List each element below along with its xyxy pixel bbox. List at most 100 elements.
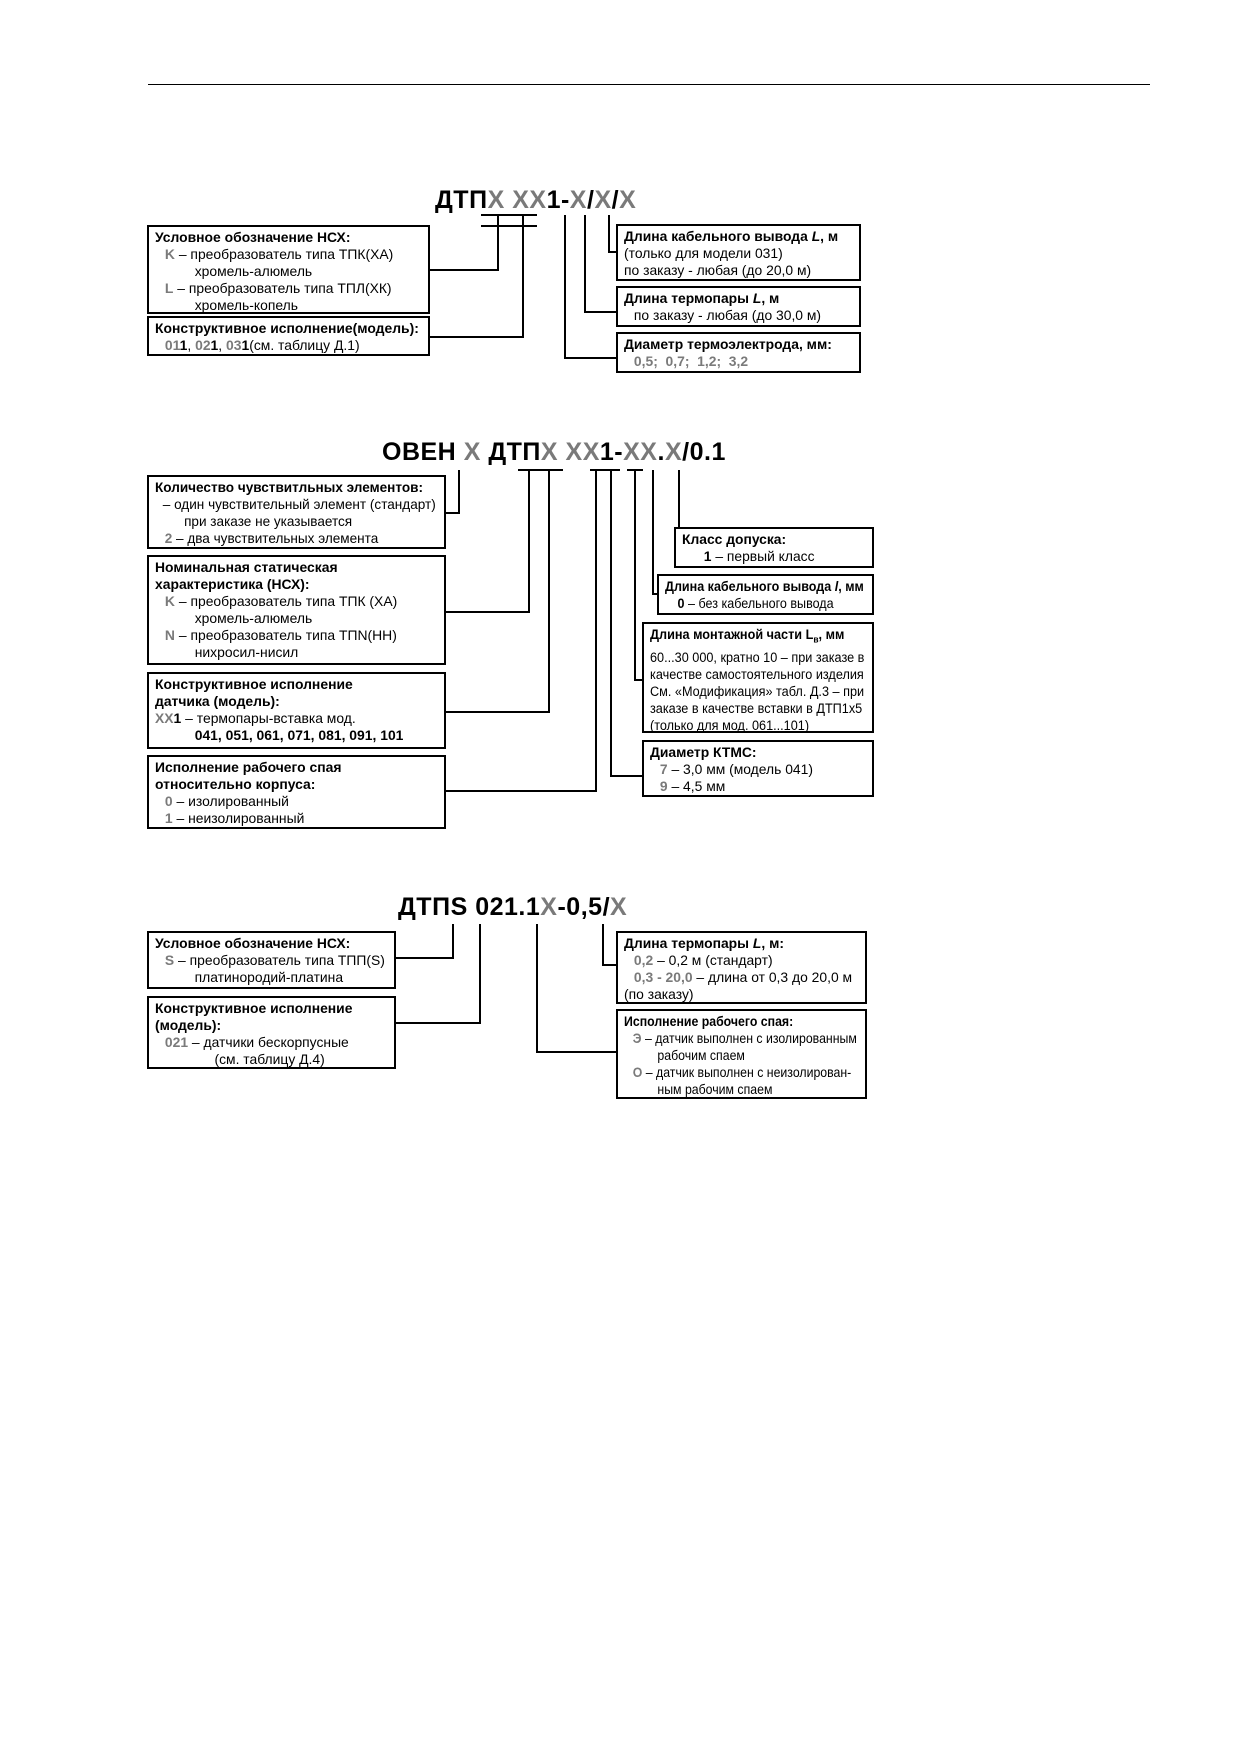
d2-nsx-n-text2: нихросил-нисил [194,644,299,660]
d2-nsx-n-code: N [164,627,175,643]
d1-thermo-title: Длина термопары [624,290,753,306]
d2-code-sp2 [481,438,488,467]
d2-junction-box: Исполнение рабочего спая относительно ко… [147,755,446,829]
d3-model-text: – датчики бескорпусные [188,1034,349,1050]
d2-code: ОВЕН X ДТПX XX1-XX.X/0.1 [382,438,726,467]
d2-junction-c1: 1 [164,810,173,826]
d3-code-model: 021 [475,893,519,921]
d2-model-box: Конструктивное исполнение датчика (модел… [147,672,446,749]
d3-thermo-t3: (по заказу) [624,986,694,1002]
d1-model-m1: 01 [164,337,180,353]
d1-code-model-suffix: 1 [546,186,561,214]
d2-ktms-title: Диаметр КТМС: [650,744,757,760]
d1-diam-box: Диаметр термоэлектрода, мм: 0,5; 0,7; 1,… [616,332,861,373]
d1-cable-box: Длина кабельного вывода L, м (только для… [616,224,861,281]
d3-code-one: 1 [525,893,541,921]
d2-junction-c0: 0 [164,793,173,809]
d1-code: ДТПX XX1-X/X/X [435,186,636,215]
d1-model-m2b: 1 [210,337,219,353]
d2-count-line1: – один чувствительный элемент (стандарт) [162,496,436,512]
d3-thermo-c1: 0,2 [633,952,654,968]
d3-model-code: 021 [164,1034,189,1050]
d3-code-slash: / [602,893,611,921]
d3-code-dot: . [518,893,526,921]
d3-code-length: X [610,893,628,921]
d2-cable-box: Длина кабельного вывода l, мм 0 – без ка… [657,574,874,615]
d2-class-t1: – первый класс [711,548,815,564]
d2-code-model: XX [565,438,600,466]
d2-code-ktms: X [664,438,683,466]
d1-diam-values: 0,5; 0,7; 1,2; 3,2 [633,353,749,369]
d1-model-tail: (см. таблицу Д.1) [249,337,360,353]
d2-code-sp3 [558,438,565,467]
d2-ktms-t7: – 3,0 мм (модель 041) [667,761,813,777]
d2-junction-t0: – изолированный [172,793,289,809]
d2-code-sp1 [456,438,463,467]
d2-model-models: 041, 051, 061, 071, 081, 091, 101 [194,727,404,743]
d1-model-m3: 03 [226,337,242,353]
d2-mount-line5: (только для мод. 061...101) [650,717,810,733]
d3-nsx-s-text: – преобразователь типа ТПП(S) [174,952,385,968]
d3-junction-t2: – датчик выполнен с неизолирован- [642,1064,852,1080]
d2-class-box: Класс допуска: 1 – первый класс [674,527,874,568]
d1-model-sep2: , [218,337,227,353]
d1-code-space [505,186,512,215]
d3-junction-t2b: ным рабочим спаем [657,1081,773,1097]
d3-model-text2: (см. таблицу Д.4) [214,1051,325,1067]
d1-code-diam: X [569,186,587,214]
d1-nsx-l-text2: хромель-копель [194,297,298,313]
d1-code-dash: - [560,186,570,214]
d1-code-thermo: X [594,186,612,214]
d2-mount-line2: качестве самостоятельного изделия [650,666,864,682]
d2-model-code-b: 1 [173,710,182,726]
d3-nsx-box: Условное обозначение НСХ: S – преобразов… [147,931,396,989]
d3-model-title1: Конструктивное исполнение [155,1000,353,1016]
d2-junction-title2: относительно корпуса: [155,776,316,792]
header-rule [148,84,1150,85]
d3-nsx-s-text2: платинородий-платина [194,969,344,985]
d2-code-slash: / [682,438,690,466]
d3-code-diam: -0,5 [557,893,603,921]
d2-count-code2: 2 [164,530,173,546]
d3-model-title2: (модель): [155,1017,222,1033]
d2-count-line3: – два чувствительных элемента [172,530,379,546]
d2-cable-title-tail: , мм [838,578,864,594]
d3-junction-box: Исполнение рабочего спая: Э – датчик вып… [616,1009,867,1099]
d2-count-line2: при заказе не указывается [184,513,353,529]
d1-nsx-k-code: K [164,246,175,262]
d2-mount-line4: заказе в качестве вставки в ДТП1х5 [650,700,863,716]
d3-model-box: Конструктивное исполнение (модель): 021 … [147,996,396,1069]
d3-thermo-t2: – длина от 0,3 до 20,0 м [692,969,853,985]
d3-code-prefix: ДТП [398,893,451,921]
d2-mount-title-sub: в [813,634,819,645]
d3-code-nsx: S [450,893,468,921]
d2-code-model-suffix: 1 [599,438,615,466]
d2-nsx-title1: Номинальная статическая [155,559,338,575]
d3-code-junction: X [540,893,558,921]
d2-code-length: XX [623,438,658,466]
d2-mount-title: Длина монтажной части L [650,627,814,642]
d3-thermo-title-tail: , м: [761,935,784,951]
d2-class-title: Класс допуска: [682,531,787,547]
d2-code-prefix: ДТП [488,438,541,466]
d1-thermo-title-l: L [752,290,762,306]
d2-cable-title: Длина кабельного вывода [665,578,835,594]
d1-code-cable: X [619,186,637,214]
d1-model-m3b: 1 [241,337,250,353]
d1-diam-title: Диаметр термоэлектрода, мм: [624,336,832,352]
d1-cable-line1: (только для модели 031) [624,245,783,261]
d2-class-c1: 1 [703,548,712,564]
d2-code-cable: 0. [689,438,712,466]
d2-cable-c0: 0 [677,595,685,611]
d3-code-space [468,893,475,922]
d2-nsx-n-text: – преобразователь типа ТПN(НН) [174,627,397,643]
d2-code-dot: . [657,438,665,466]
d2-ktms-c9: 9 [659,778,668,794]
d1-nsx-title: Условное обозначение НСХ: [155,229,351,245]
d1-model-title: Конструктивное исполнение(модель): [155,320,419,336]
d1-code-slash2: / [611,186,620,214]
d1-nsx-l-code: L [164,280,174,296]
d2-mount-box: Длина монтажной части Lв, мм 60...30 000… [642,622,874,733]
d2-nsx-k-code: K [164,593,175,609]
d1-model-box: Конструктивное исполнение(модель): 011, … [147,316,430,356]
